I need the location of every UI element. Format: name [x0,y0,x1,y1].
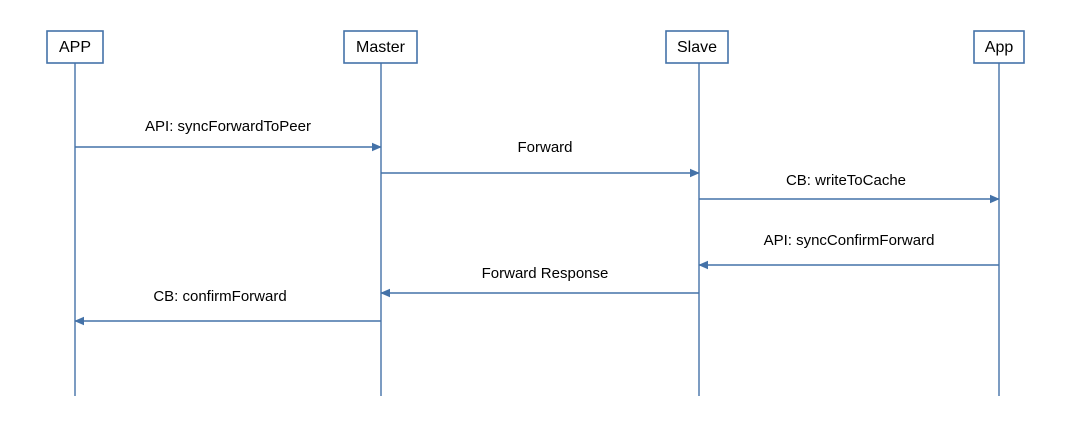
message-label-m4: API: syncConfirmForward [764,232,935,249]
message-m6[interactable]: CB: confirmForward [74,288,381,326]
participant-box-app_right[interactable] [973,30,1025,64]
message-label-m3: CB: writeToCache [786,172,906,189]
message-label-m2: Forward [517,139,572,156]
participant-label-slave: Slave [677,39,717,56]
participant-label-master: Master [356,39,406,56]
participant-box-app_left[interactable] [46,30,104,64]
participant-label-app_left: APP [59,39,91,56]
participant-master[interactable]: Master [343,30,418,64]
message-label-m1: API: syncForwardToPeer [145,118,311,135]
participant-app_left[interactable]: APP [46,30,104,64]
participant-label-app_right: App [985,39,1014,56]
message-label-m5: Forward Response [482,265,609,282]
message-m1[interactable]: API: syncForwardToPeer [75,118,382,152]
participant-slave[interactable]: Slave [665,30,729,64]
participant-app_right[interactable]: App [973,30,1025,64]
participant-box-master[interactable] [343,30,418,64]
lifelines-layer: APP Master Slave App [46,30,1025,396]
message-m5[interactable]: Forward Response [380,265,699,298]
message-label-m6: CB: confirmForward [153,288,286,305]
participant-box-slave[interactable] [665,30,729,64]
message-m3[interactable]: CB: writeToCache [699,172,1000,204]
message-m2[interactable]: Forward [381,139,700,178]
message-m4[interactable]: API: syncConfirmForward [698,232,999,270]
